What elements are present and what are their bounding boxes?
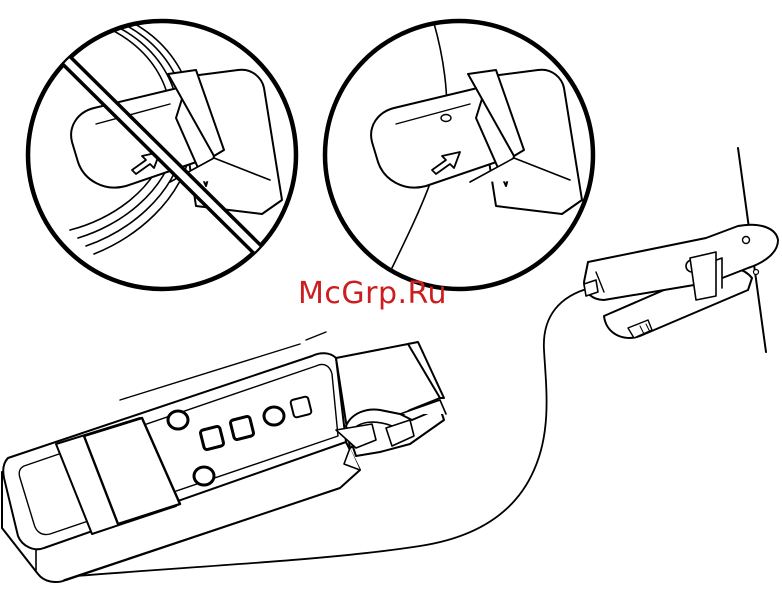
correct-usage-inset: [325, 10, 593, 289]
button-small: [290, 396, 312, 418]
button-square: [200, 426, 224, 450]
button-square: [230, 416, 254, 440]
inductive-pickup-clip: [584, 148, 778, 352]
meter-jaw: [336, 342, 446, 470]
clamp-meter-body: [2, 332, 446, 582]
incorrect-usage-inset: [28, 14, 296, 289]
button-round: [168, 411, 188, 429]
watermark-text: McGrp.Ru: [298, 276, 447, 311]
button-round: [194, 467, 214, 485]
clamp-jaw: [371, 70, 582, 214]
